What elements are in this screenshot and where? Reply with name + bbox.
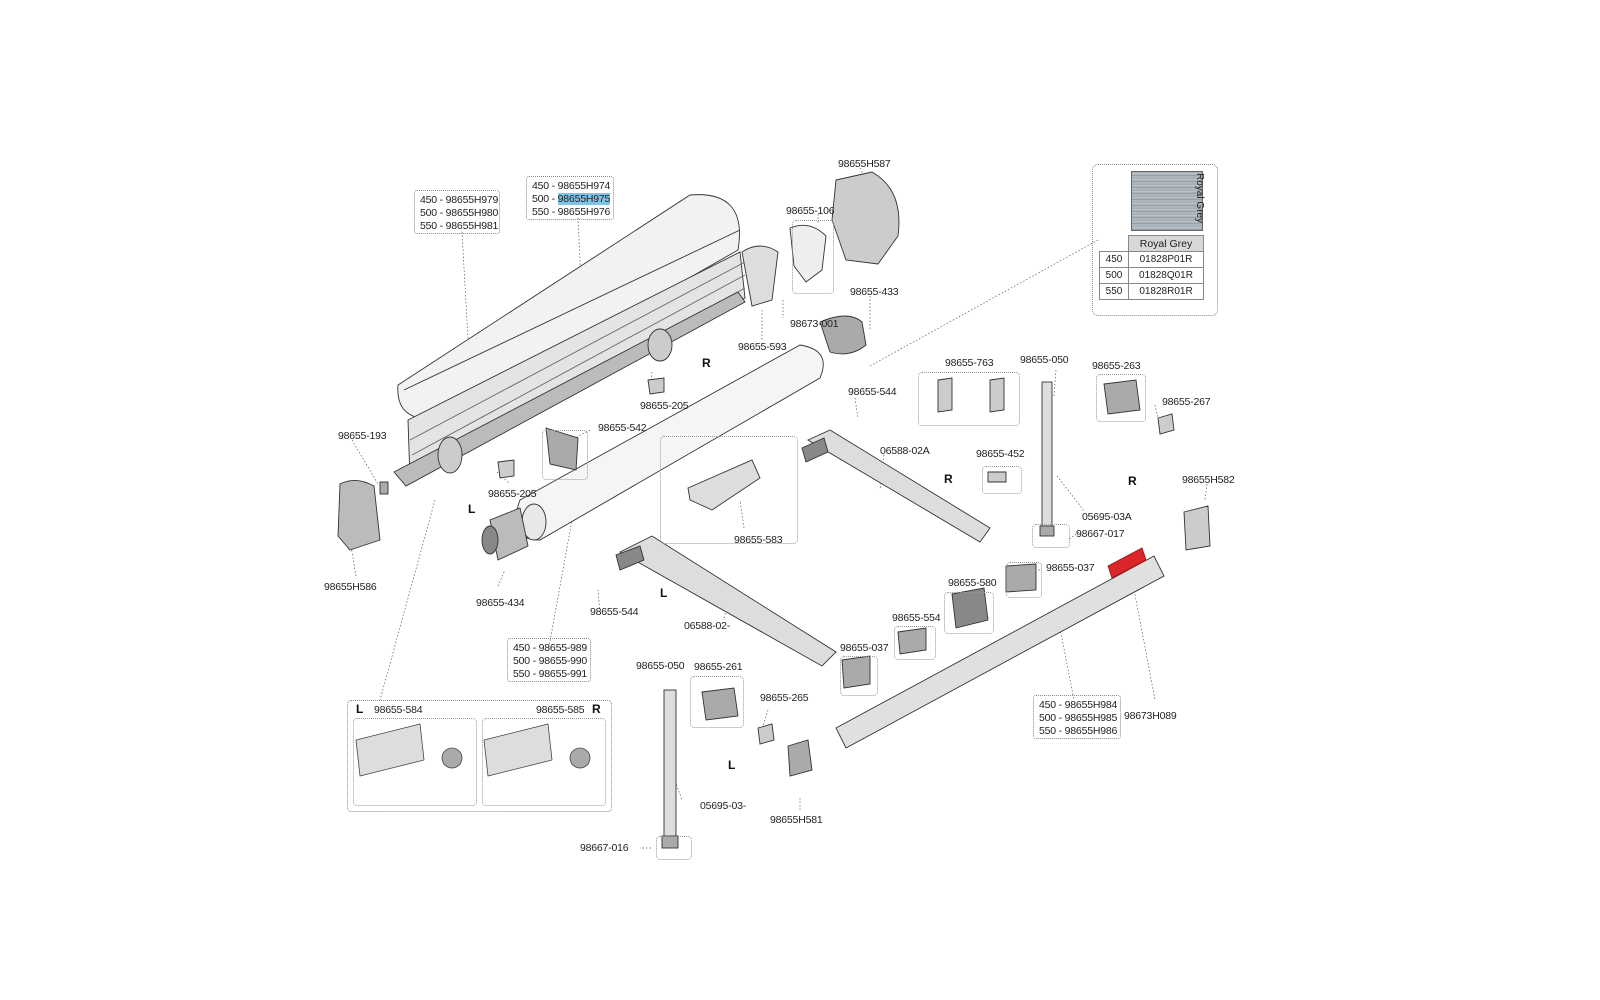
right-kit-code[interactable]: 98655-585	[536, 704, 585, 716]
part-label-98655-554[interactable]: 98655-554	[892, 612, 941, 624]
part-label-98655-593[interactable]: 98655-593	[738, 341, 787, 353]
part-label-98655-037-left[interactable]: 98655-037	[840, 642, 889, 654]
front-bar-variant-550: 550 - 98655H986	[1039, 725, 1118, 737]
highlighted-part-code[interactable]: 98655H975	[557, 193, 611, 205]
part-box-583	[660, 436, 798, 544]
part-box-542	[542, 430, 588, 480]
part-label-98655-433[interactable]: 98655-433	[850, 286, 899, 298]
part-label-98655-205-top[interactable]: 98655-205	[640, 400, 689, 412]
side-mark-l-arm: L	[660, 586, 668, 600]
front-bar-variant-500: 500 - 98655H985	[1039, 712, 1118, 724]
roller-variant-450: 450 - 98655-989	[513, 642, 588, 654]
cover-variant-450: 450 - 98655H979	[420, 194, 499, 206]
side-mark-r-mid: R	[944, 472, 953, 486]
part-label-98655-452[interactable]: 98655-452	[976, 448, 1025, 460]
profile-variant-550: 550 - 98655H976	[532, 206, 611, 218]
left-kit-code[interactable]: 98655-584	[374, 704, 423, 716]
side-mark-l-left: L	[468, 502, 476, 516]
front-bar-variants-box: 450 - 98655H984 500 - 98655H985 550 - 98…	[1033, 695, 1121, 739]
part-label-98655h581[interactable]: 98655H581	[770, 814, 823, 826]
part-box-017	[1032, 524, 1070, 548]
part-label-98655-205-bottom[interactable]: 98655-205	[488, 488, 537, 500]
part-label-98655h586[interactable]: 98655H586	[324, 581, 377, 593]
side-mark-r-far: R	[1128, 474, 1137, 488]
cover-variant-500: 500 - 98655H980	[420, 207, 499, 219]
part-box-037a	[1006, 562, 1042, 598]
roller-variants-box: 450 - 98655-989 500 - 98655-990 550 - 98…	[507, 638, 591, 682]
roller-variant-500: 500 - 98655-990	[513, 655, 588, 667]
part-label-98655-542[interactable]: 98655-542	[598, 422, 647, 434]
side-kit-group-box	[347, 700, 612, 812]
cover-variant-550: 550 - 98655H981	[420, 220, 499, 232]
part-label-98667-017[interactable]: 98667-017	[1076, 528, 1125, 540]
part-box-016	[656, 836, 692, 860]
profile-variants-box: 450 - 98655H974 500 - 98655H975 550 - 98…	[526, 176, 614, 220]
part-label-98655-544-right[interactable]: 98655-544	[848, 386, 897, 398]
side-mark-l-bottom: L	[728, 758, 736, 772]
part-label-98655-261[interactable]: 98655-261	[694, 661, 743, 673]
part-label-98655-050-right[interactable]: 98655-050	[1020, 354, 1069, 366]
part-box-554	[894, 626, 936, 660]
part-label-98655-265[interactable]: 98655-265	[760, 692, 809, 704]
part-label-98655h582[interactable]: 98655H582	[1182, 474, 1235, 486]
fabric-swatch	[1131, 171, 1203, 231]
part-label-98655h587[interactable]: 98655H587	[838, 158, 891, 170]
fabric-table-header: Royal Grey	[1128, 235, 1204, 252]
part-label-98655-037-right[interactable]: 98655-037	[1046, 562, 1095, 574]
part-label-98655-193[interactable]: 98655-193	[338, 430, 387, 442]
right-kit-side-mark: R	[592, 702, 601, 716]
part-box-037b	[840, 656, 878, 696]
part-box-580	[944, 592, 994, 634]
part-label-98655-580[interactable]: 98655-580	[948, 577, 997, 589]
profile-variant-500: 500 - 98655H975	[532, 193, 611, 205]
left-kit-box	[353, 718, 477, 806]
profile-variant-450: 450 - 98655H974	[532, 180, 611, 192]
part-label-05695-03[interactable]: 05695-03-	[700, 800, 747, 812]
part-label-06588-02a[interactable]: 06588-02A	[880, 445, 930, 457]
part-box-263	[1096, 374, 1146, 422]
front-bar-variant-450: 450 - 98655H984	[1039, 699, 1118, 711]
part-label-98655-106[interactable]: 98655-106	[786, 205, 835, 217]
part-label-06588-02[interactable]: 06588-02-	[684, 620, 731, 632]
part-box-763	[918, 372, 1020, 426]
left-kit-side-mark: L	[356, 702, 364, 716]
part-label-98667-016[interactable]: 98667-016	[580, 842, 629, 854]
part-label-98655-263[interactable]: 98655-263	[1092, 360, 1141, 372]
part-label-05695-03a[interactable]: 05695-03A	[1082, 511, 1132, 523]
part-label-98655-763[interactable]: 98655-763	[945, 357, 994, 369]
roller-variant-550: 550 - 98655-991	[513, 668, 588, 680]
part-label-98655-267[interactable]: 98655-267	[1162, 396, 1211, 408]
part-label-98673-001[interactable]: 98673-001	[790, 318, 839, 330]
side-mark-r-top: R	[702, 356, 711, 370]
cover-variants-box: 450 - 98655H979 500 - 98655H980 550 - 98…	[414, 190, 500, 234]
part-label-98655-434[interactable]: 98655-434	[476, 597, 525, 609]
part-label-98655-050-left[interactable]: 98655-050	[636, 660, 685, 672]
part-label-98673h089[interactable]: 98673H089	[1124, 710, 1177, 722]
part-box-452	[982, 466, 1022, 494]
part-label-98655-583[interactable]: 98655-583	[734, 534, 783, 546]
part-box-261	[690, 676, 744, 728]
part-box-106	[792, 220, 834, 294]
part-label-98655-544-left[interactable]: 98655-544	[590, 606, 639, 618]
swatch-label: Royal Grey	[1194, 173, 1205, 224]
right-kit-box	[482, 718, 606, 806]
